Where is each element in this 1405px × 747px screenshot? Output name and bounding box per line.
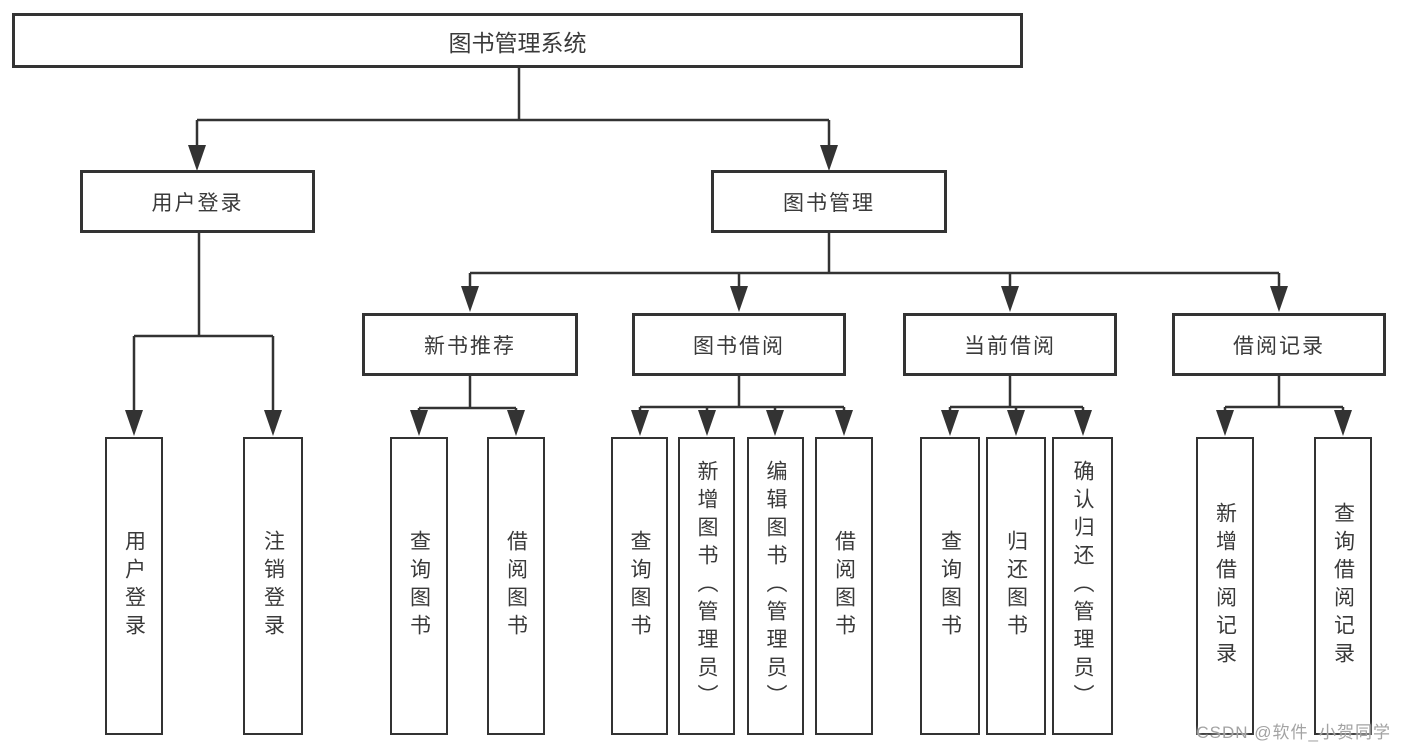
leaf-label: 用户登录	[122, 530, 146, 642]
leaf-label: 新增图书（管理员）	[695, 460, 718, 712]
leaf-query-books-1: 查询图书	[390, 437, 448, 735]
leaf-label: 编辑图书（管理员）	[764, 460, 787, 712]
leaf-edit-book-admin: 编辑图书（管理员）	[747, 437, 804, 735]
node-borrow-records: 借阅记录	[1172, 313, 1386, 376]
leaf-logout: 注销登录	[243, 437, 303, 735]
leaf-label: 借阅图书	[504, 530, 528, 642]
node-current-borrow: 当前借阅	[903, 313, 1117, 376]
leaf-query-books-3: 查询图书	[920, 437, 980, 735]
node-label: 新书推荐	[424, 334, 516, 358]
leaf-borrow-books-1: 借阅图书	[487, 437, 545, 735]
leaf-label: 新增借阅记录	[1213, 502, 1237, 670]
node-new-book-recommend: 新书推荐	[362, 313, 578, 376]
leaf-query-borrow-record: 查询借阅记录	[1314, 437, 1372, 735]
arrowheads	[125, 145, 1352, 436]
leaf-return-books: 归还图书	[986, 437, 1046, 735]
node-label: 借阅记录	[1233, 334, 1325, 358]
node-book-borrow: 图书借阅	[632, 313, 846, 376]
leaf-add-book-admin: 新增图书（管理员）	[678, 437, 735, 735]
node-label: 图书借阅	[693, 334, 785, 358]
node-label: 图书管理系统	[448, 29, 587, 56]
node-library-system: 图书管理系统	[12, 13, 1023, 68]
leaf-label: 确认归还（管理员）	[1071, 460, 1094, 712]
node-label: 用户登录	[151, 191, 244, 215]
watermark: CSDN @软件_小贺同学	[1196, 723, 1391, 742]
leaf-label: 借阅图书	[832, 530, 856, 642]
node-book-management: 图书管理	[711, 170, 947, 233]
node-label: 图书管理	[783, 191, 875, 215]
leaf-label: 查询借阅记录	[1331, 502, 1355, 670]
leaf-user-login: 用户登录	[105, 437, 163, 735]
leaf-label: 查询图书	[628, 530, 651, 642]
leaf-add-borrow-record: 新增借阅记录	[1196, 437, 1254, 735]
leaf-borrow-books-2: 借阅图书	[815, 437, 873, 735]
leaf-label: 查询图书	[407, 530, 431, 642]
node-user-login: 用户登录	[80, 170, 315, 233]
leaf-label: 注销登录	[261, 530, 285, 642]
leaf-confirm-return-admin: 确认归还（管理员）	[1052, 437, 1113, 735]
leaf-query-books-2: 查询图书	[611, 437, 668, 735]
leaf-label: 查询图书	[938, 530, 962, 642]
node-label: 当前借阅	[964, 334, 1056, 358]
leaf-label: 归还图书	[1004, 530, 1028, 642]
